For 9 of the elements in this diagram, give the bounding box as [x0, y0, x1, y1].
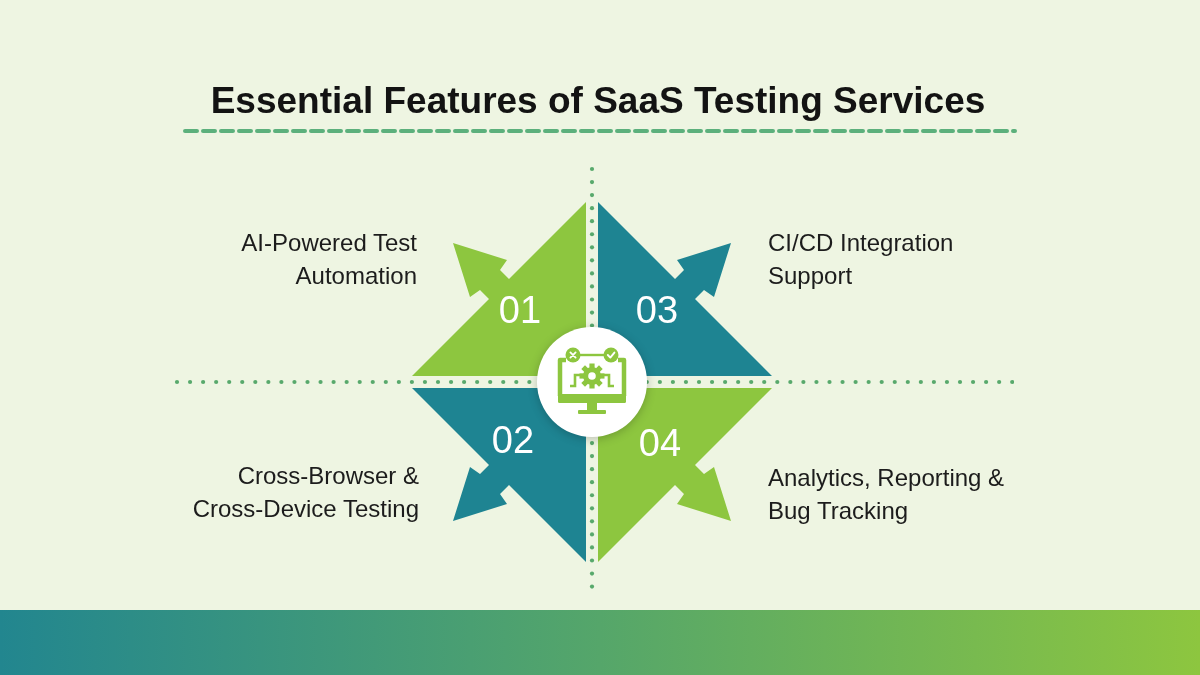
- step-number: 04: [638, 423, 682, 463]
- feature-label: AI-Powered Test Automation: [240, 228, 417, 291]
- feature-label: CI/CD Integration Support: [768, 228, 955, 291]
- step-number: 02: [491, 420, 535, 460]
- step-number: 03: [635, 290, 679, 330]
- feature-label: Cross-Browser & Cross-Device Testing: [191, 461, 419, 524]
- step-number: 01: [498, 290, 542, 330]
- feature-label: Analytics, Reporting & Bug Tracking: [768, 463, 1006, 526]
- title: Essential Features of SaaS Testing Services: [210, 79, 986, 123]
